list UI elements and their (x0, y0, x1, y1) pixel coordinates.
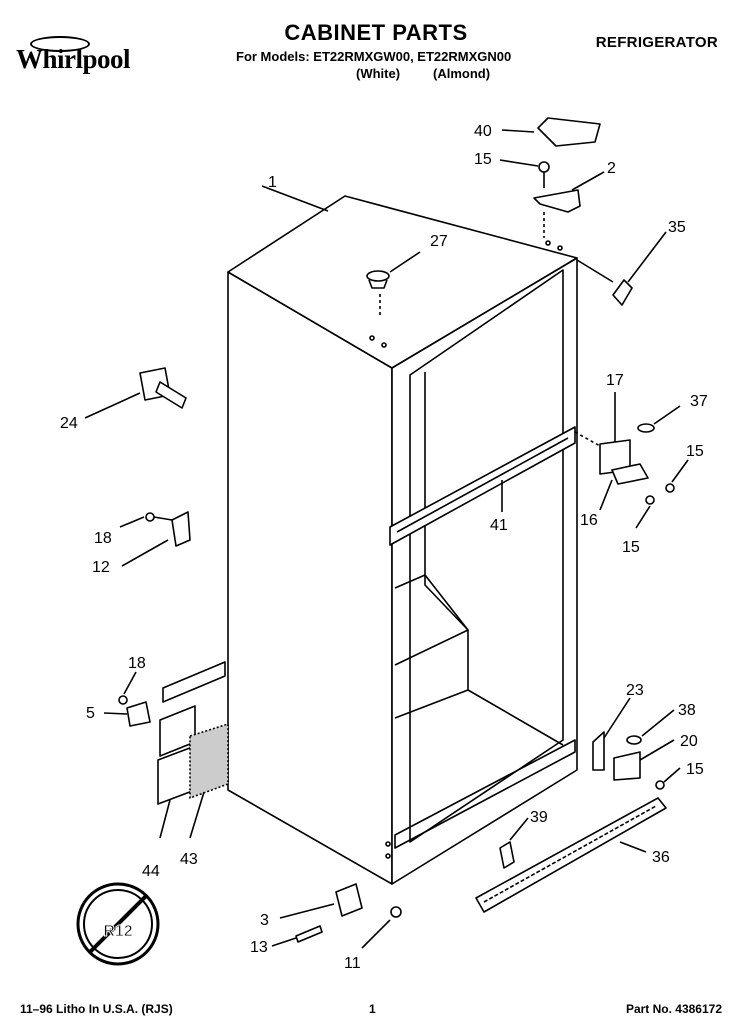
screw-icon (645, 495, 655, 505)
lower-hinge-plate (592, 731, 605, 771)
callout-label: 37 (690, 393, 708, 410)
side-bracket (171, 511, 191, 547)
callout-label: 39 (530, 809, 548, 826)
callout-label: 3 (260, 912, 269, 929)
callout-labels: 1 2 3 5 11 12 13 15 15 15 15 16 17 18 18… (60, 123, 708, 972)
screw-icon (118, 695, 128, 705)
lower-bracket (126, 701, 151, 727)
svg-text:R12: R12 (103, 923, 132, 940)
pin-part (295, 925, 323, 943)
callout-label: 12 (92, 559, 110, 576)
brand-name: Whirlpool (16, 44, 131, 74)
callout-label: 5 (86, 705, 95, 722)
callout-label: 17 (606, 372, 624, 389)
callout-label: 18 (128, 655, 146, 672)
callout-label: 43 (180, 851, 198, 868)
callout-label: 2 (607, 160, 616, 177)
hinge-cover (537, 117, 601, 147)
page-title: CABINET PARTS (284, 20, 468, 45)
panel-strip (162, 661, 226, 703)
washer-part (637, 423, 655, 433)
page-number: 1 (369, 1002, 376, 1016)
cabinet-side-panel (227, 271, 393, 885)
cabinet-front-frame (391, 257, 578, 885)
washer-part (626, 735, 642, 745)
callout-label: 15 (686, 443, 704, 460)
whirlpool-logo: Whirlpool (16, 30, 166, 80)
screw-icon (665, 483, 675, 493)
hinge-pin-cover (612, 279, 633, 306)
base-grille (475, 797, 667, 913)
callout-label: 36 (652, 849, 670, 866)
logo-swoosh-icon (30, 36, 90, 52)
callout-label: 27 (430, 233, 448, 250)
models-line: For Models: ET22RMXGW00, ET22RMXGN00 (236, 49, 512, 64)
callout-label: 15 (474, 151, 492, 168)
callout-label: 13 (250, 939, 268, 956)
callout-label: 38 (678, 702, 696, 719)
top-hinge (533, 189, 581, 213)
callout-label: 24 (60, 415, 78, 432)
bottom-rail (394, 739, 576, 849)
callout-label: 18 (94, 530, 112, 547)
screw-icon (655, 780, 665, 790)
callout-label: 20 (680, 733, 698, 750)
cabinet-opening (409, 269, 564, 843)
callout-label: 44 (142, 863, 160, 880)
screw-icon (538, 161, 550, 173)
screw-icon (145, 512, 155, 522)
callout-label: 11 (344, 955, 361, 972)
insulation-pad (189, 723, 229, 799)
callout-label: 41 (490, 517, 508, 534)
callout-label: 15 (686, 761, 704, 778)
callout-label: 15 (622, 539, 640, 556)
liner-shelf (394, 574, 469, 666)
middle-hinge (611, 463, 649, 485)
r12-refrigerant-badge: R12 (76, 882, 160, 966)
callout-label: 35 (668, 219, 686, 236)
callout-label: 23 (626, 682, 644, 699)
callout-label: 16 (580, 512, 598, 529)
roller-bracket (335, 883, 363, 917)
variant-almond: (Almond) (433, 66, 491, 81)
screw-icon (390, 906, 402, 918)
part-number: Part No. 4386172 (625, 1002, 722, 1016)
callout-label: 1 (268, 174, 277, 191)
appliance-category: REFRIGERATOR (595, 34, 718, 51)
callout-label: 40 (474, 123, 492, 140)
litho-note: 11–96 Litho In U.S.A. (RJS) (20, 1002, 173, 1016)
plug-part (366, 270, 390, 282)
divider-mullion (389, 426, 576, 546)
variant-white: (White) (356, 66, 401, 81)
lower-hinge (613, 751, 641, 781)
r12-badge-icon: R12 (76, 882, 160, 966)
grille-clip (499, 841, 515, 869)
